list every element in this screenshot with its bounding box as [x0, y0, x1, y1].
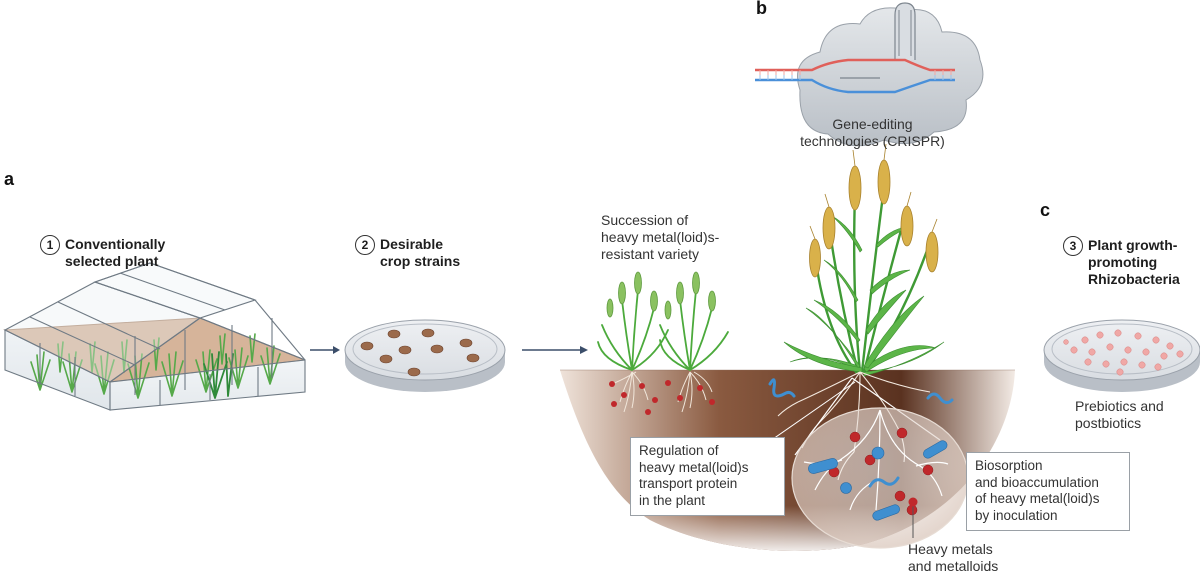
arrow-to-resistant-variety: [522, 346, 588, 354]
step-1-label: 1 Conventionally selected plant: [40, 235, 166, 270]
crispr-label: Gene-editing technologies (CRISPR): [790, 116, 955, 150]
step-3-line-2: promoting: [1088, 254, 1158, 270]
crispr-complex: [755, 2, 984, 147]
succession-line-1: Succession of: [601, 212, 689, 228]
succession-line-3: resistant variety: [601, 246, 700, 262]
succession-line-2: heavy metal(loid)s-: [601, 229, 720, 245]
large-wheat-plant: [783, 143, 945, 377]
petri-dish-crop-strains: [344, 319, 506, 392]
lens-bacteria: [808, 440, 948, 521]
step-2-number: 2: [355, 235, 375, 255]
panel-label-c: c: [1040, 200, 1051, 220]
lens-metal-particles: [828, 427, 934, 516]
biosorption-line-1: Biosorption: [975, 458, 1043, 473]
crispr-line-1: Gene-editing: [832, 116, 913, 132]
small-metal-particles: [609, 380, 715, 415]
resistant-variety-ears: [606, 271, 716, 320]
regulation-callout: Regulation of heavy metal(loid)s transpo…: [630, 437, 785, 516]
biosorption-line-4: by inoculation: [975, 507, 1058, 523]
step-3-number: 3: [1063, 236, 1083, 256]
step-2-label: 2 Desirable crop strains: [355, 235, 461, 270]
panel-label-a: a: [4, 169, 15, 189]
panel-label-b: b: [756, 0, 767, 18]
petri-dish-rhizobacteria: [1043, 319, 1200, 392]
succession-label: Succession of heavy metal(loid)s- resist…: [601, 212, 719, 263]
regulation-line-4: in the plant: [639, 492, 706, 508]
step-1-line-2: selected plant: [65, 253, 159, 269]
step-1-number: 1: [40, 235, 60, 255]
soil-worms: [768, 378, 954, 405]
heavy-metals-line-2: and metalloids: [908, 558, 999, 574]
heavy-metals-label: Heavy metals and metalloids: [908, 541, 998, 574]
heavy-metals-line-1: Heavy metals: [908, 541, 993, 557]
biosorption-line-3: of heavy metal(loid)s: [975, 491, 1100, 506]
step-3-label: 3 Plant growth- promoting Rhizobacteria: [1063, 236, 1180, 288]
biosorption-callout: Biosorption and bioaccumulation of heavy…: [966, 452, 1130, 531]
prebiotics-label: Prebiotics and postbiotics: [1075, 398, 1164, 432]
step-1-line-1: Conventionally: [65, 236, 166, 252]
crispr-line-2: technologies (CRISPR): [800, 133, 945, 149]
regulation-line-2: heavy metal(loid)s: [639, 459, 749, 475]
prebiotics-line-2: postbiotics: [1075, 415, 1142, 431]
step-2-line-2: crop strains: [380, 253, 461, 269]
dna-strands: [755, 58, 955, 94]
step-2-line-1: Desirable: [380, 236, 444, 252]
biosorption-line-2: and bioaccumulation: [975, 474, 1099, 490]
step-3-line-1: Plant growth-: [1088, 237, 1178, 253]
resistant-variety-plants: [597, 289, 729, 371]
regulation-line-1: Regulation of: [639, 443, 719, 458]
prebiotics-line-1: Prebiotics and: [1075, 398, 1164, 414]
regulation-line-3: transport protein: [639, 476, 738, 491]
step-3-line-3: Rhizobacteria: [1088, 271, 1180, 287]
greenhouse-illustration: [3, 262, 306, 411]
arrow-to-crop-strains: [310, 346, 340, 354]
